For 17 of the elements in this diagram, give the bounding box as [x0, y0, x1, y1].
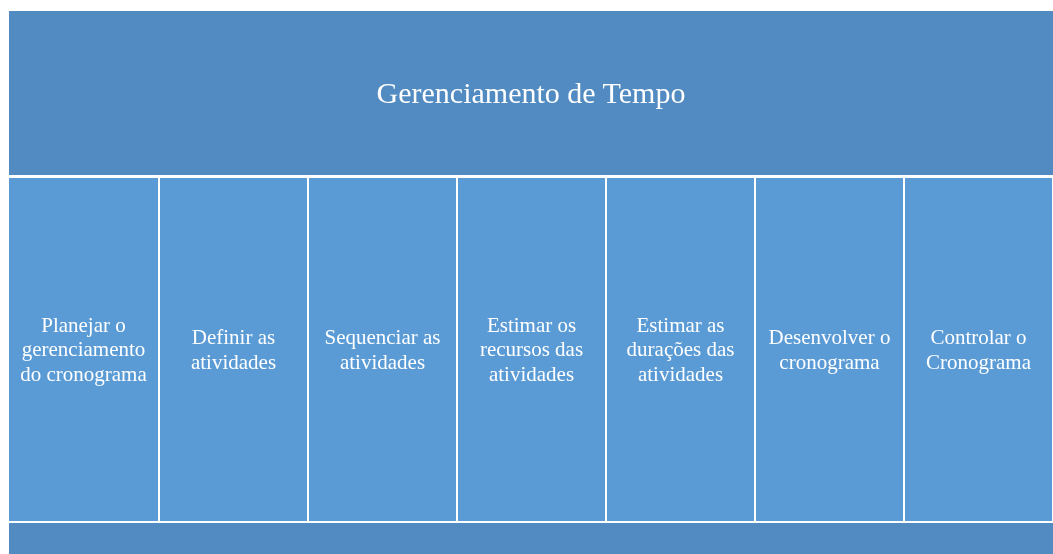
process-column: [458, 178, 605, 521]
process-column: [309, 178, 456, 521]
column-label: Controlar o Cronograma: [925, 325, 1032, 374]
column-label: Desenvolver o cronograma: [767, 325, 892, 374]
process-column: [160, 178, 307, 521]
column-label: Planejar o gerenciamento do cronograma: [19, 313, 148, 386]
footer-band: [9, 523, 1053, 554]
process-column: [905, 178, 1052, 521]
header-title: Gerenciamento de Tempo: [376, 75, 686, 111]
column-label: Estimar as durações das atividades: [625, 313, 736, 386]
column-label: Definir as atividades: [189, 325, 278, 374]
column-label: Estimar os recursos das atividades: [478, 313, 585, 386]
process-column: [607, 178, 754, 521]
process-column: [9, 178, 158, 521]
process-column: [756, 178, 903, 521]
header-band: [9, 11, 1053, 175]
column-label: Sequenciar as atividades: [323, 325, 442, 374]
